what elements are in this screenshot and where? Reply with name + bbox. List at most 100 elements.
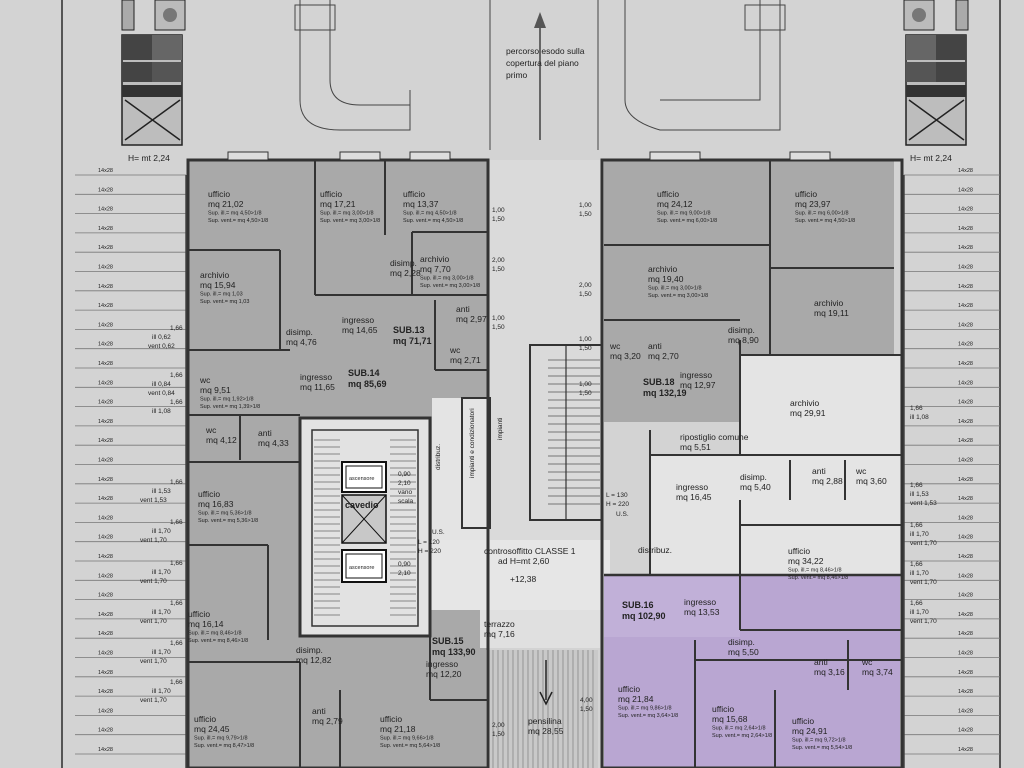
ramp-label: 14x28 bbox=[958, 631, 973, 637]
ramp-label: 14x28 bbox=[958, 438, 973, 444]
ramp-label: 14x28 bbox=[98, 515, 113, 521]
room-area: mq 16,45 bbox=[676, 492, 712, 502]
sub-unit-id: SUB.16 bbox=[622, 600, 654, 610]
room-detail: Sup. ill.= mq 4,50>1/8 bbox=[403, 211, 457, 217]
room-detail: Sup. vent.= mq 5,64>1/8 bbox=[380, 743, 440, 749]
room-detail: Sup. ill.= mq 5,36>1/8 bbox=[198, 511, 252, 517]
ramp-label: 14x28 bbox=[98, 458, 113, 464]
top-area: percorso esodo sulla copertura del piano… bbox=[121, 0, 969, 163]
dimension-label: vent 1,70 bbox=[910, 579, 937, 586]
dimension-label: 1,66 bbox=[170, 560, 183, 567]
room-name: archivio bbox=[200, 270, 230, 280]
room-area: mq 2,79 bbox=[312, 716, 343, 726]
room-name: anti bbox=[258, 428, 272, 438]
dimension-label: cavedio bbox=[345, 500, 379, 510]
ramp-label: 14x28 bbox=[98, 380, 113, 386]
dimension-label: ill 1,70 bbox=[152, 649, 171, 656]
room-detail: Sup. ill.= mq 9,00>1/8 bbox=[657, 211, 711, 217]
dimension-label: 1,00 bbox=[579, 336, 592, 343]
room-detail: Sup. ill.= mq 6,00>1/8 bbox=[795, 211, 849, 217]
room-area: mq 29,91 bbox=[790, 408, 826, 418]
room-area: mq 2,97 bbox=[456, 314, 487, 324]
room-area: mq 13,53 bbox=[684, 607, 720, 617]
room-detail: Sup. ill.= mq 4,50>1/8 bbox=[208, 211, 262, 217]
dimension-label: H = 220 bbox=[606, 501, 629, 508]
room-detail: Sup. ill.= mq 3,00>1/8 bbox=[648, 286, 702, 292]
h-right-label: H= mt 2,24 bbox=[910, 153, 952, 163]
dimension-label: ill 0,84 bbox=[152, 381, 171, 388]
room-name: anti bbox=[456, 304, 470, 314]
dimension-label: 1,50 bbox=[492, 324, 505, 331]
room-name: ufficio bbox=[208, 189, 230, 199]
ramp-label: 14x28 bbox=[958, 380, 973, 386]
dimension-label: U.S. bbox=[432, 529, 445, 536]
room-name: ufficio bbox=[198, 489, 220, 499]
dimension-label: ill 1,08 bbox=[152, 408, 171, 415]
ramp-label: 14x28 bbox=[98, 573, 113, 579]
room-area: mq 12,82 bbox=[296, 655, 332, 665]
room-detail: Sup. ill.= mq 9,79>1/8 bbox=[194, 736, 248, 742]
room-area: mq 13,37 bbox=[403, 199, 439, 209]
ramp-label: 14x28 bbox=[98, 187, 113, 193]
h-left-label: H= mt 2,24 bbox=[128, 153, 170, 163]
room-name: ufficio bbox=[788, 546, 810, 556]
sub-unit-area: mq 71,71 bbox=[393, 336, 432, 346]
dimension-label: 0,90 bbox=[398, 471, 411, 478]
room-name: anti bbox=[312, 706, 326, 716]
room-detail: Sup. ill.= mq 3,00>1/8 bbox=[420, 276, 474, 282]
dimension-label: vano bbox=[398, 489, 412, 496]
dimension-label: L = 130 bbox=[606, 492, 628, 499]
dimension-label: 1,66 bbox=[170, 679, 183, 686]
right-top-units bbox=[903, 0, 969, 146]
room-name: wc bbox=[609, 341, 621, 351]
dimension-label: 4,00 bbox=[580, 697, 593, 704]
ramp-label: 14x28 bbox=[958, 651, 973, 657]
room-area: mq 24,12 bbox=[657, 199, 693, 209]
dimension-label: vent 1,70 bbox=[910, 618, 937, 625]
dimension-label: 1,66 bbox=[910, 561, 923, 568]
dimension-label: 1,66 bbox=[170, 399, 183, 406]
central-staircase bbox=[314, 345, 600, 616]
room-area: mq 16,14 bbox=[188, 619, 224, 629]
room-name: ingresso bbox=[342, 315, 374, 325]
dimension-label: 1,50 bbox=[492, 266, 505, 273]
dimension-label: 1,00 bbox=[579, 202, 592, 209]
room-name: disimp. bbox=[728, 637, 755, 647]
sub-unit-id: SUB.13 bbox=[393, 325, 425, 335]
room-name: wc bbox=[205, 425, 217, 435]
room-name: disimp. bbox=[296, 645, 323, 655]
room-name: ingresso bbox=[676, 482, 708, 492]
dimension-label: +12,38 bbox=[510, 574, 537, 584]
room-name: disimp. bbox=[728, 325, 755, 335]
room-name: ufficio bbox=[712, 704, 734, 714]
sub-unit-area: mq 132,19 bbox=[643, 388, 687, 398]
ramp-label: 14x28 bbox=[958, 515, 973, 521]
dimension-label: ill 1,53 bbox=[152, 488, 171, 495]
room-detail: Sup. ill.= mq 9,72>1/8 bbox=[792, 738, 846, 744]
ramp-label: 14x28 bbox=[98, 438, 113, 444]
ramp-label: 14x28 bbox=[958, 168, 973, 174]
ramp-label: 14x28 bbox=[958, 573, 973, 579]
ramp-label: 14x28 bbox=[958, 593, 973, 599]
room-area: mq 8,90 bbox=[728, 335, 759, 345]
room-name: ufficio bbox=[795, 189, 817, 199]
room-name: disimp. bbox=[740, 472, 767, 482]
dimension-label: L = 120 bbox=[418, 539, 440, 546]
percorso-line2: copertura del piano bbox=[506, 58, 579, 68]
room-area: mq 19,40 bbox=[648, 274, 684, 284]
room-detail: Sup. vent.= mq 3,00>1/8 bbox=[648, 293, 708, 299]
room-area: mq 21,84 bbox=[618, 694, 654, 704]
room-area: mq 3,60 bbox=[856, 476, 887, 486]
ramp-label: 14x28 bbox=[958, 245, 973, 251]
room-detail: Sup. ill.= mq 3,00>1/8 bbox=[320, 211, 374, 217]
walls bbox=[186, 158, 904, 768]
dimension-label: vent 1,70 bbox=[140, 658, 167, 665]
room-detail: Sup. vent.= mq 5,36>1/8 bbox=[198, 518, 258, 524]
sub-unit-id: SUB.15 bbox=[432, 636, 464, 646]
room-area: mq 2,88 bbox=[812, 476, 843, 486]
room-detail: Sup. vent.= mq 4,50>1/8 bbox=[403, 218, 463, 224]
dimension-label: ill 1,70 bbox=[152, 609, 171, 616]
room-detail: Sup. vent.= mq 2,64>1/8 bbox=[712, 733, 772, 739]
dimension-label: 1,66 bbox=[170, 325, 183, 332]
